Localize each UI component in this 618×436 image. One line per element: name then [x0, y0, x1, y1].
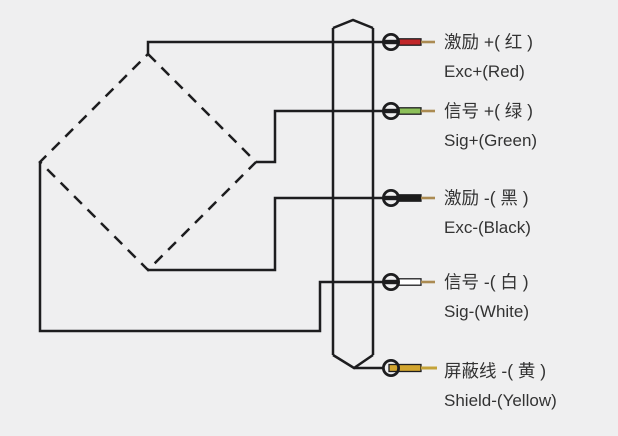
terminal-ring — [381, 188, 400, 207]
wire-insulation-black — [396, 194, 422, 202]
label-sig-plus-zh: 信号 +( 绿 ) — [444, 100, 533, 121]
wire-insulation-white — [396, 278, 422, 286]
wire-tip — [421, 109, 435, 113]
label-exc-minus-zh: 激励 -( 黑 ) — [444, 187, 529, 208]
label-shield-zh: 屏蔽线 -( 黄 ) — [444, 360, 547, 381]
terminal-lead-bar — [384, 108, 402, 114]
terminal-ring — [381, 33, 400, 52]
terminal-sig-plus — [381, 102, 435, 121]
wire-path-exc-minus — [148, 196, 383, 272]
label-exc-plus: 激励 +( 红 ) Exc+(Red) — [444, 28, 533, 86]
wire-tip — [421, 196, 435, 200]
wire-tip — [421, 366, 437, 370]
terminal-ring — [381, 358, 400, 377]
terminal-lead-bar — [384, 39, 402, 45]
terminal-lead-bar — [384, 279, 402, 285]
wire-insulation-green — [396, 107, 422, 115]
wire-tip — [421, 280, 435, 284]
label-sig-minus-en: Sig-(White) — [444, 301, 530, 321]
terminal-ring — [381, 102, 400, 121]
connector-bottom-taper — [332, 353, 374, 370]
label-exc-plus-en: Exc+(Red) — [444, 61, 525, 81]
connector-top-peak — [332, 18, 374, 30]
terminal-sig-minus — [381, 272, 435, 291]
terminal-ring — [381, 272, 400, 291]
terminal-lead-bar — [384, 195, 402, 201]
wire-path-sig-minus — [38, 162, 383, 333]
terminal-exc-minus — [381, 188, 435, 207]
wire-path-exc-plus — [146, 40, 383, 54]
wire-insulation-yellow — [388, 363, 422, 373]
label-exc-minus-en: Exc-(Black) — [444, 217, 531, 237]
wire-insulation-red — [396, 38, 422, 46]
label-exc-minus: 激励 -( 黑 ) Exc-(Black) — [444, 184, 531, 242]
label-shield-en: Shield-(Yellow) — [444, 390, 557, 410]
label-sig-minus-zh: 信号 -( 白 ) — [444, 271, 529, 292]
wire-tip — [421, 40, 435, 44]
wire-path-sig-plus — [256, 109, 383, 164]
cable-connector-body — [331, 18, 383, 370]
label-sig-plus: 信号 +( 绿 ) Sig+(Green) — [444, 97, 537, 155]
label-shield: 屏蔽线 -( 黄 ) Shield-(Yellow) — [444, 357, 557, 415]
bridge-diamond-outline — [38, 52, 258, 272]
terminal-shield — [381, 358, 437, 377]
label-sig-plus-en: Sig+(Green) — [444, 130, 538, 150]
label-exc-plus-zh: 激励 +( 红 ) — [444, 31, 533, 52]
label-sig-minus: 信号 -( 白 ) Sig-(White) — [444, 268, 529, 326]
terminal-exc-plus — [381, 33, 435, 52]
